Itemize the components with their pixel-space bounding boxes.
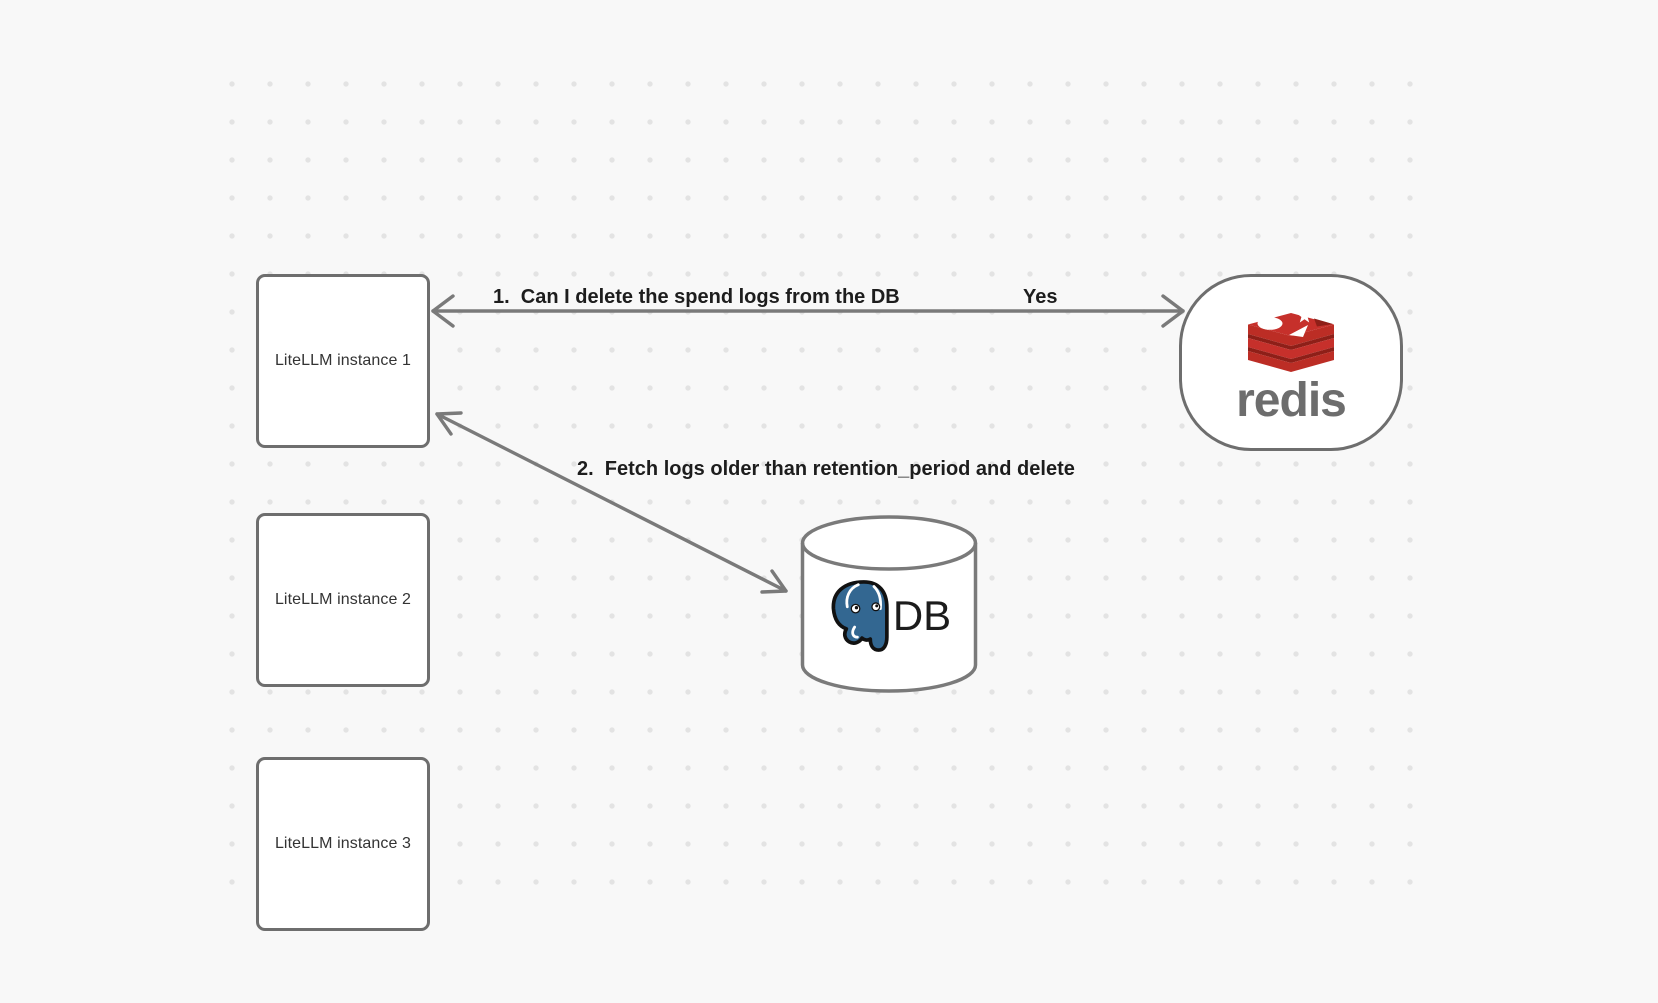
redis-wordmark: redis	[1236, 373, 1347, 427]
litellm-instance-2-node[interactable]: LiteLLM instance 2	[256, 513, 430, 687]
litellm-instance-2-label: LiteLLM instance 2	[274, 591, 412, 608]
elephant-trunk-curl	[851, 625, 859, 639]
db-node-content: DB	[812, 576, 966, 656]
database-cylinder-shape	[800, 515, 978, 693]
redis-node[interactable]: redis	[1179, 274, 1403, 451]
elephant-ear-line	[845, 583, 860, 609]
redis-stack-band-3	[1248, 350, 1334, 372]
redis-ellipse-shape	[1257, 316, 1283, 330]
elephant-left-pupil	[854, 606, 858, 610]
redis-cone-shape	[1289, 324, 1308, 337]
litellm-instance-1-label: LiteLLM instance 1	[274, 352, 412, 369]
postgresql-elephant-icon	[831, 580, 889, 652]
elephant-face-line	[872, 585, 882, 611]
cylinder-body	[800, 515, 978, 693]
redis-notch-shape	[1314, 318, 1333, 326]
litellm-instance-3-node[interactable]: LiteLLM instance 3	[256, 757, 430, 931]
redis-star-shape	[1296, 307, 1313, 322]
arrow-2-label[interactable]: 2. Fetch logs older than retention_perio…	[577, 458, 1075, 480]
db-label: DB	[892, 592, 952, 639]
litellm-instance-1-node[interactable]: LiteLLM instance 1	[256, 274, 430, 448]
litellm-instance-3-label: LiteLLM instance 3	[274, 835, 412, 852]
redis-stack-band-1	[1248, 324, 1334, 346]
redis-stack-band-2	[1248, 337, 1334, 359]
arrow-1-label[interactable]: 1. Can I delete the spend logs from the …	[493, 286, 900, 308]
redis-logo-icon	[1248, 307, 1334, 372]
arrow-1-response-label[interactable]: Yes	[1023, 286, 1058, 308]
cylinder-rim	[800, 542, 978, 571]
redis-stack-groove-2	[1248, 346, 1334, 363]
postgres-db-node[interactable]: DB	[800, 514, 978, 696]
redis-stack-groove-1	[1248, 333, 1334, 350]
elephant-right-pupil	[875, 604, 879, 608]
